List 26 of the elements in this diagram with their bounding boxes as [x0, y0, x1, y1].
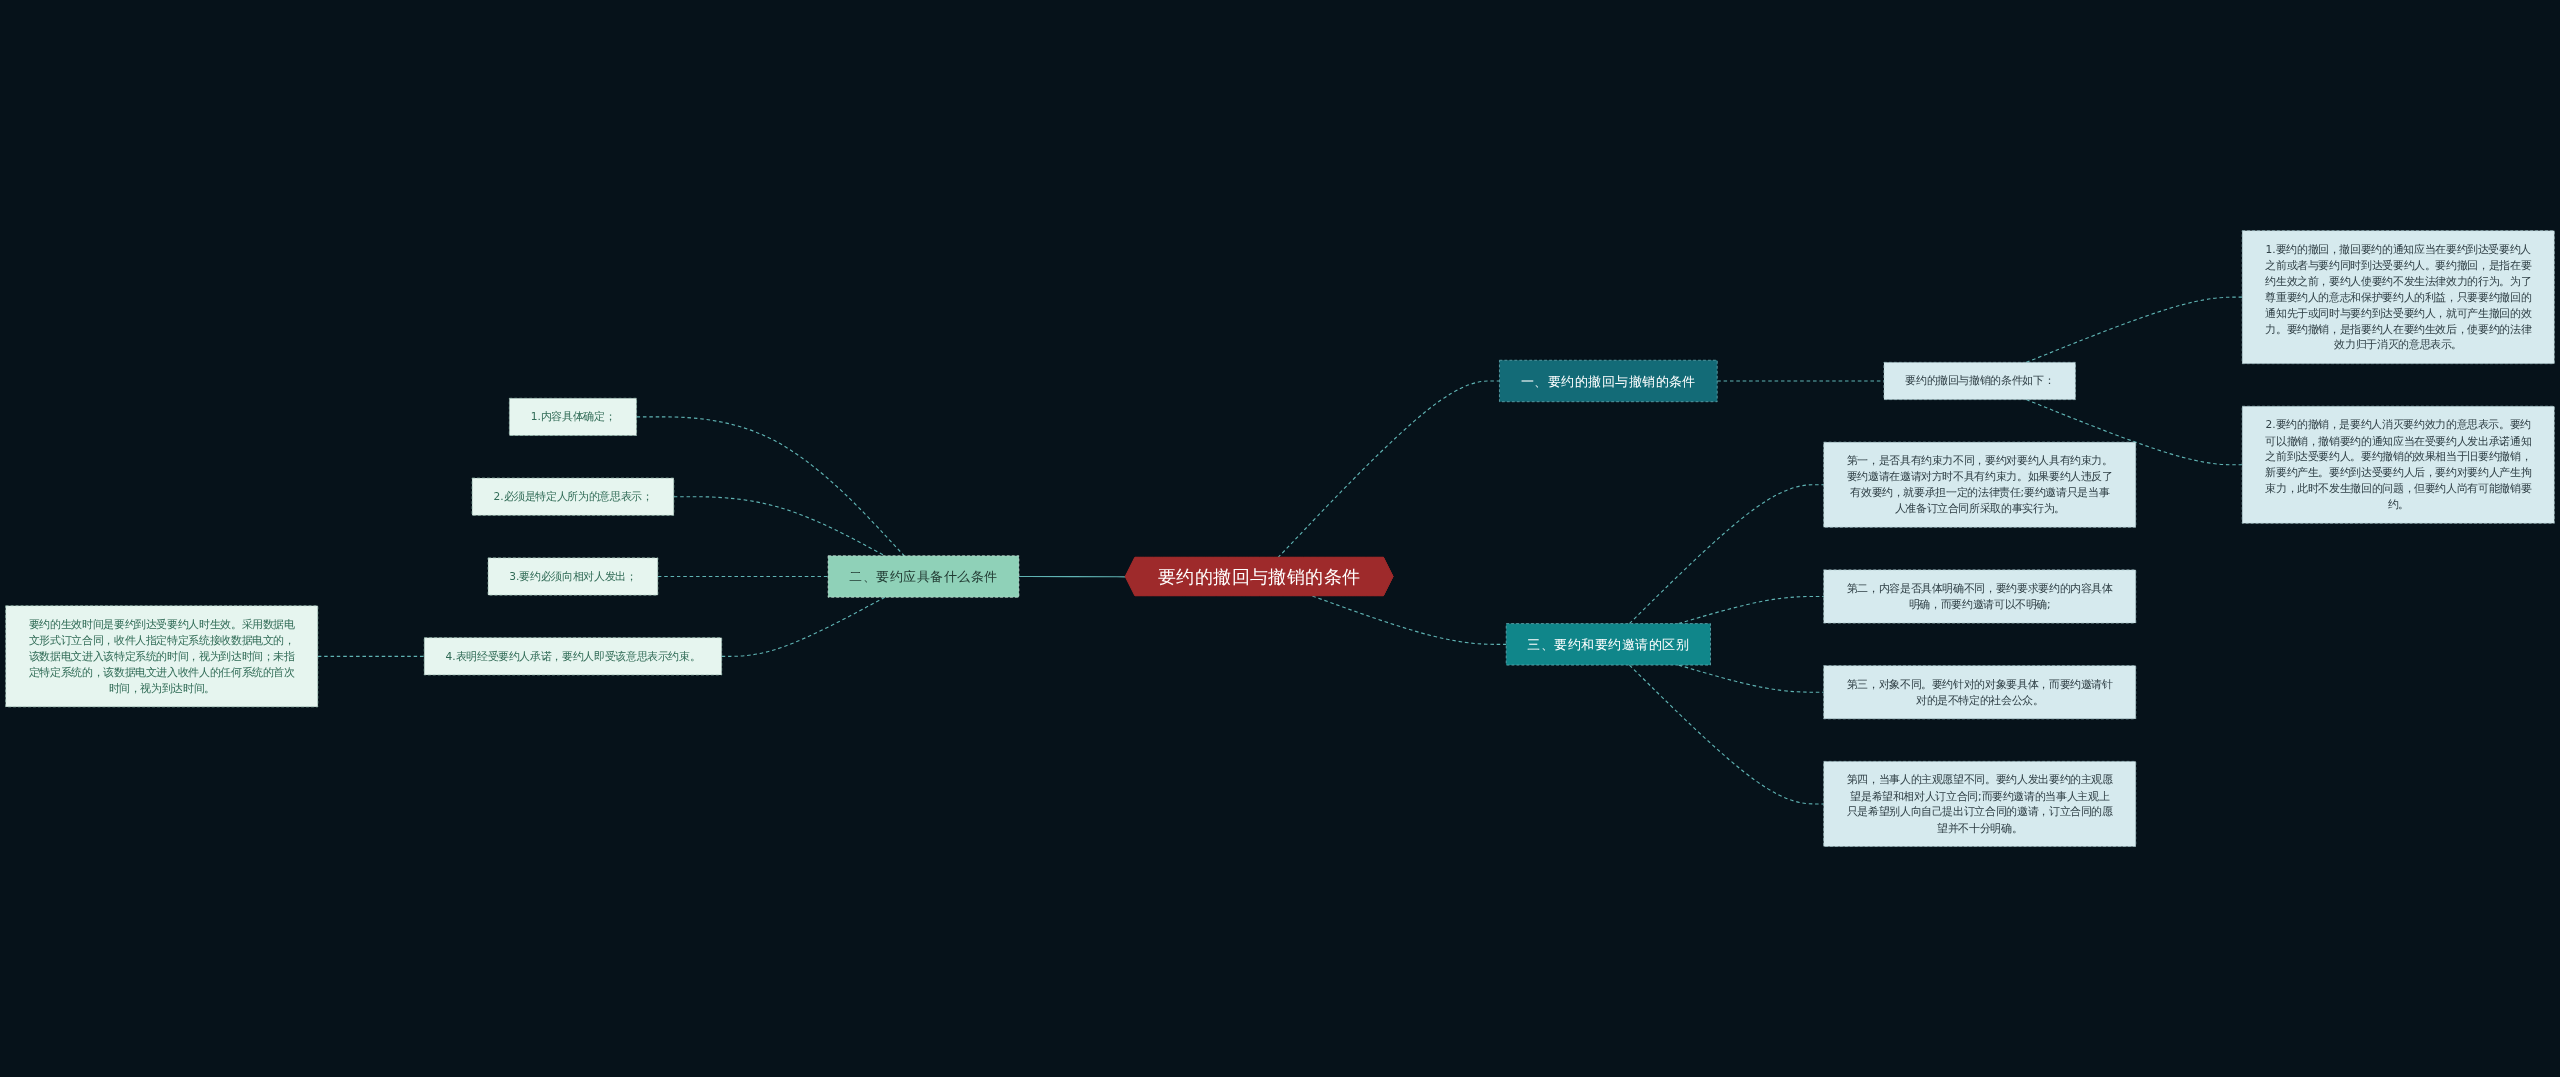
node-box: 第二，内容是否具体明确不同，要约要求要约的内容具体明确，而要约邀请可以不明确;: [1823, 569, 2137, 624]
node-box: 2.要约的撤销，是要约人消灭要约效力的意思表示。要约可以撤销，撤销要约的通知应当在受要约人发出承诺通知之前到达受要约人。要约撤销的效果相当于旧要约撤销，新要约产生。要约到达受要约人后，要约对要约人产生拘束力，此时不发生撤回的问题，但要约人尚有可能撤销要约。: [2241, 405, 2555, 524]
connector: [1277, 380, 1501, 559]
connector: [1628, 484, 1825, 625]
node-box: 一、要约的撤回与撤销的条件: [1499, 359, 1718, 402]
node-box: 第一，是否具有约束力不同，要约对要约人具有约束力。要约邀请在邀请对方时不具有约束力。如果要约人违反了有效要约，就要承担一定的法律责任;要约邀请只是当事人准备订立合同所采取的事实行为。: [1823, 441, 2137, 528]
connector: [1628, 664, 1825, 805]
node-box: 2.必须是特定人所为的意思表示；: [471, 477, 675, 516]
node-box: 二、要约应具备什么条件: [827, 555, 1020, 598]
node-box: 第三，对象不同。要约针对的对象要具体，而要约邀请针对的是不特定的社会公众。: [1823, 665, 2137, 720]
node-box: 要约的生效时间是要约到达受要约人时生效。采用数据电文形式订立合同，收件人指定特定系统接收数据电文的，该数据电文进入该特定系统的时间，视为到达时间；未指定特定系统的，该数据电文进入收件人的任何系统的首次时间，视为到达时间。: [5, 605, 319, 708]
connector: [2025, 296, 2243, 363]
connector: [721, 596, 886, 657]
connector: [317, 655, 425, 657]
connector: [635, 416, 905, 557]
connector: [2025, 398, 2243, 466]
node-box: 3.要约必须向相对人发出；: [487, 557, 659, 596]
node-box: 第四，当事人的主观愿望不同。要约人发出要约的主观愿望是希望和相对人订立合同;而要约邀请的当事人主观上只是希望别人向自己提出订立合同的邀请，订立合同的愿望并不十分明确。: [1823, 760, 2137, 847]
node-box: 1.内容具体确定；: [509, 397, 637, 436]
node-box: 4.表明经受要约人承诺，要约人即受该意思表示约束。: [423, 637, 723, 676]
connector: [673, 496, 886, 557]
node-box: 要约的撤回与撤销的条件如下：: [1883, 361, 2076, 400]
node-box: 三、要约和要约邀请的区别: [1505, 623, 1711, 666]
connector: [1311, 595, 1507, 645]
connector: [1018, 575, 1127, 578]
node-box: 1.要约的撤回，撤回要约的通知应当在要约到达受要约人之前或者与要约同时到达受要约人。要约撤回，是指在要约生效之前，要约人使要约不发生法律效力的行为。为了尊重要约人的意志和保护要约人的利益，只要要约撤回的通知先于或同时与要约到达受要约人，就可产生撤回的效力。要约撤销，是指要约人在要约生效后，使要约的法律效力归于消灭的意思表示。: [2241, 230, 2555, 364]
